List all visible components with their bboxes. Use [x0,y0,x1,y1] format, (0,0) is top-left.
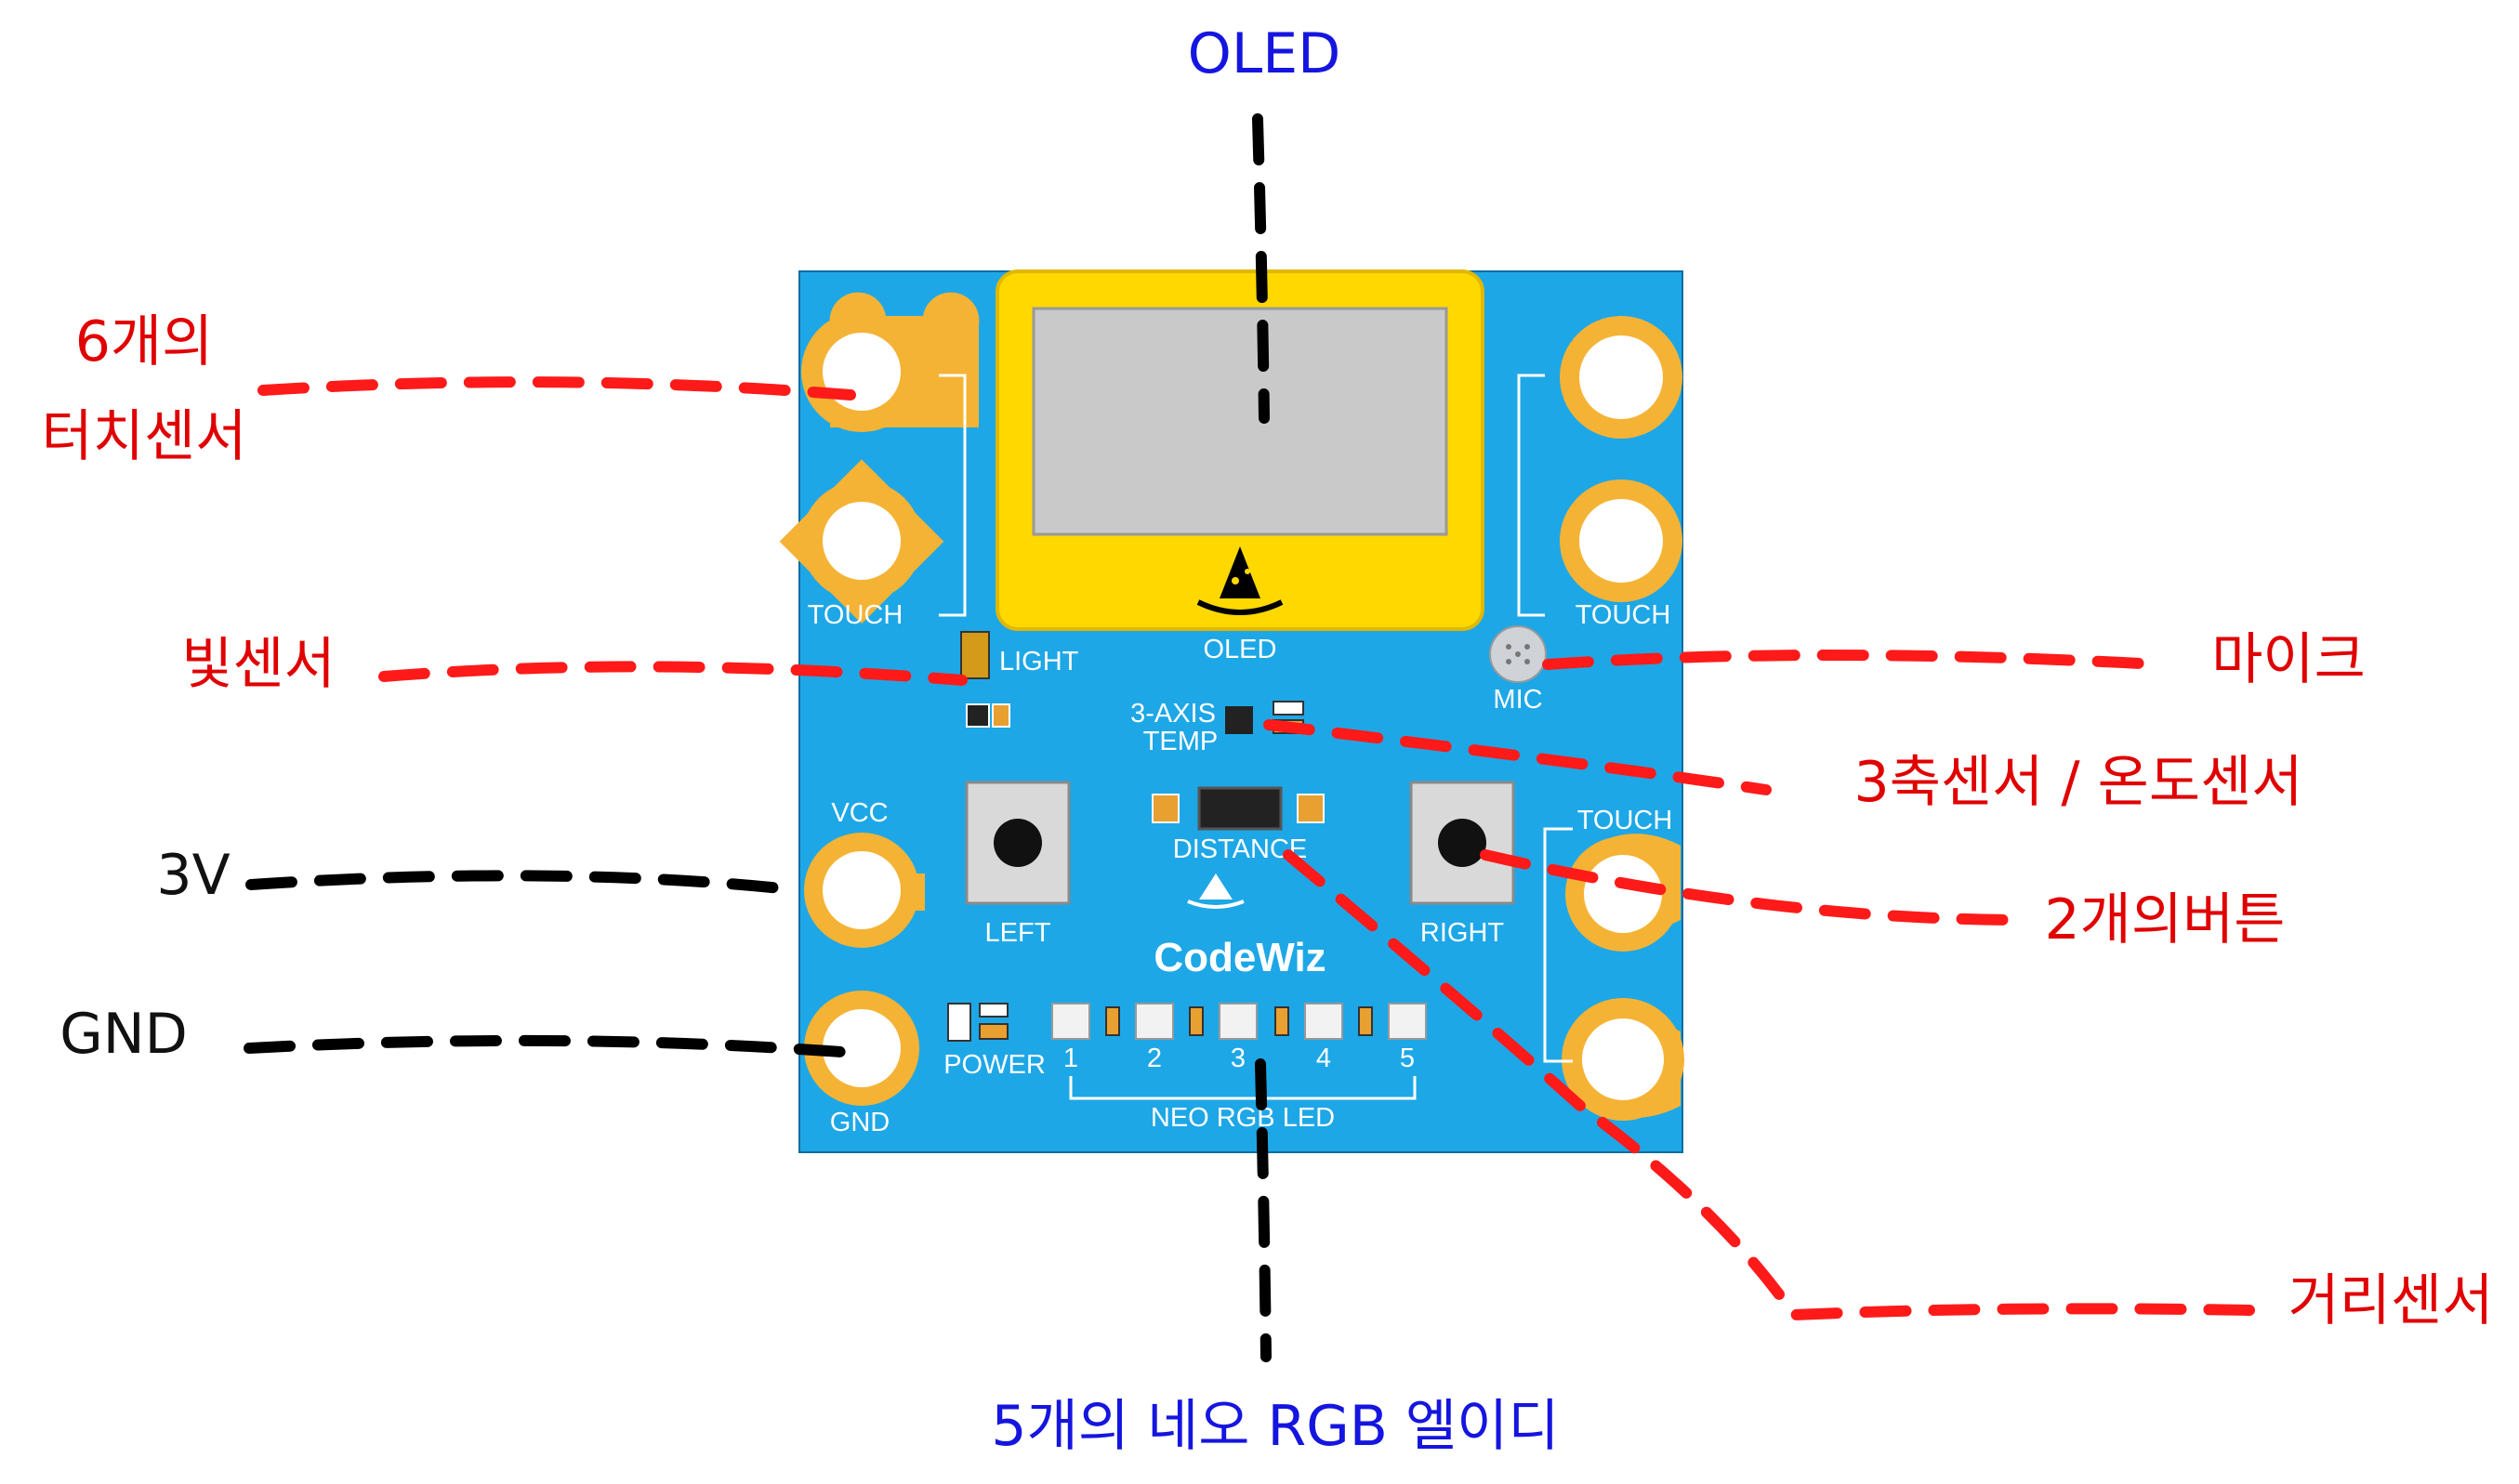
right-button-label: RIGHT [1420,918,1505,948]
neo-rgb-led-label: NEO RGB LED [1151,1103,1335,1133]
neo-led-1 [1051,1003,1120,1040]
callout-3v: 3V [156,843,230,908]
light-label: LIGHT [999,647,1079,676]
distance-sensor [1197,786,1283,831]
neo-bracket [1069,1076,1417,1100]
leader-light [378,661,968,686]
callout-neo: 5개의 네오 RGB 엘이디 [991,1394,1559,1459]
callout-light: 빛센서 [181,632,336,697]
neo-led-5 [1388,1003,1427,1040]
wizard-hat-icon [1196,546,1284,615]
leader-mic [1542,650,2165,670]
touch-pad-right-1 [1560,316,1682,439]
right-button [1409,781,1515,905]
gnd-pad [804,991,919,1106]
mic-label: MIC [1493,685,1542,715]
leader-buttons [1480,849,2032,926]
power-smd-1 [979,1003,1009,1018]
touch-pad-right-3 [1565,834,1681,952]
touch-pad-left-1 [801,292,980,432]
axis-resistor [1273,701,1304,716]
callout-mic: 마이크 [2211,627,2366,692]
power-label: POWER [943,1050,1046,1080]
touch-bracket-left [939,374,967,617]
neo-led-number-4: 4 [1316,1044,1331,1073]
axis-label-2: TEMP [1143,727,1219,756]
callout-oled: OLED [1188,21,1341,86]
codewiz-logo: CodeWiz [1154,873,1326,980]
leader-oled [1252,113,1270,424]
neo-led-number-5: 5 [1400,1044,1415,1073]
axis-sensor-chip [1225,706,1253,734]
callout-touch-line2: 터치센서 [42,404,247,469]
light-sensor [960,631,990,679]
touch-bracket-right-top [1517,374,1545,617]
neo-led-3 [1219,1003,1289,1040]
light-resistor [966,703,990,728]
distance-smd-left [1152,794,1180,823]
left-button [965,781,1071,905]
touch-label-left: TOUCH [808,600,903,630]
touch-label-right-bottom: TOUCH [1577,806,1673,835]
power-smd-2 [979,1023,1009,1040]
leader-3v [245,870,805,896]
oled-screen [1032,307,1448,536]
power-led [947,1003,971,1042]
leader-touch [257,376,856,401]
leader-neo [1255,1058,1272,1362]
left-button-label: LEFT [985,918,1051,948]
leader-gnd [244,1034,847,1057]
distance-label: DISTANCE [1173,834,1307,864]
neo-led-4 [1304,1003,1373,1040]
light-resistor-2 [992,703,1010,728]
distance-smd-right [1297,794,1325,823]
oled-label: OLED [1204,635,1277,664]
callout-distance: 거리센서 [2288,1268,2494,1333]
callout-axis-temp: 3축센서 / 온도센서 [1854,750,2303,815]
touch-label-right-top: TOUCH [1576,600,1671,630]
callout-gnd: GND [59,1002,188,1067]
touch-pad-right-4 [1562,998,1684,1121]
logo-text: CodeWiz [1154,935,1325,980]
neo-led-2 [1135,1003,1204,1040]
callout-buttons: 2개의버튼 [2045,887,2286,952]
touch-bracket-right-bottom [1543,827,1573,1063]
vcc-label: VCC [831,798,888,828]
leader-distance [1283,849,2255,1321]
neo-led-number-2: 2 [1147,1044,1162,1073]
neo-led-number-3: 3 [1231,1044,1246,1073]
codewiz-board: OLED TOUCH TOUCH [779,269,1684,1153]
touch-pad-left-2 [779,459,944,624]
touch-pad-right-2 [1560,479,1682,602]
leader-lines [244,113,2255,1362]
neo-led-number-1: 1 [1063,1044,1078,1073]
callout-touch-line1: 6개의 [75,309,214,374]
leader-axis-temp [1263,719,1772,795]
gnd-label: GND [830,1108,890,1137]
vcc-pad [804,833,925,948]
axis-label-1: 3-AXIS [1130,699,1216,729]
